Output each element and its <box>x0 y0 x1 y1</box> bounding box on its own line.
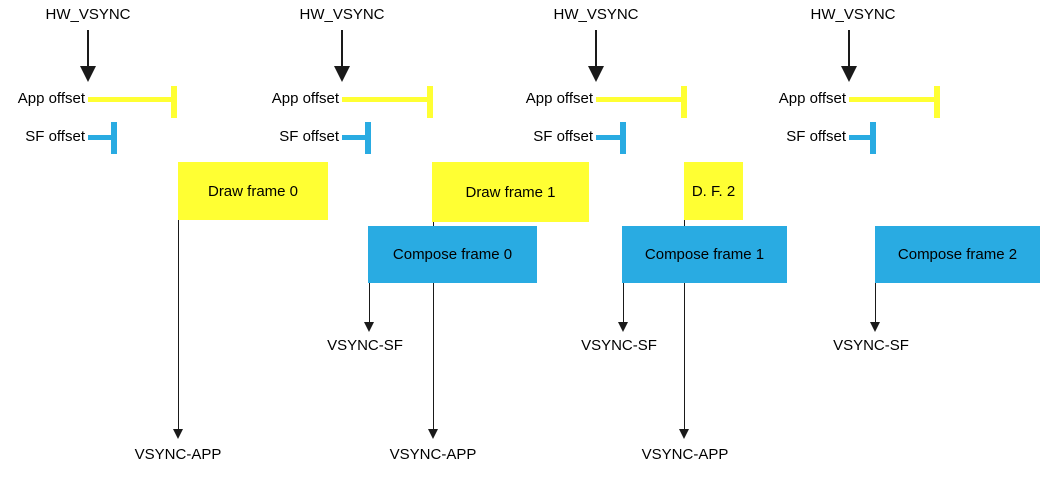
sf-offset-tick <box>870 122 876 154</box>
sf-offset-label: SF offset <box>786 128 846 145</box>
app-offset-tick <box>934 86 940 118</box>
app-offset-label: App offset <box>271 90 339 107</box>
hw-vsync-arrowhead-icon <box>841 66 857 82</box>
vsync-sf-arrow-line <box>875 283 876 323</box>
sf-offset-line <box>88 135 111 140</box>
app-offset-line <box>596 97 681 102</box>
vsync-app-label: VSYNC-APP <box>641 446 729 463</box>
vsync-sf-label: VSYNC-SF <box>581 337 657 354</box>
app-offset-label: App offset <box>17 90 85 107</box>
compose-frame-box: Compose frame 1 <box>622 226 787 283</box>
vsync-app-arrow-line <box>178 220 179 430</box>
vsync-app-arrowhead-icon <box>428 429 438 439</box>
draw-frame-box: Draw frame 1 <box>432 162 589 222</box>
sf-offset-label: SF offset <box>279 128 339 145</box>
app-offset-label: App offset <box>525 90 593 107</box>
app-offset-tick <box>171 86 177 118</box>
vsync-sf-arrow-line <box>369 283 370 323</box>
sf-offset-tick <box>365 122 371 154</box>
sf-offset-tick <box>620 122 626 154</box>
app-offset-line <box>342 97 427 102</box>
hw-vsync-arrowhead-icon <box>334 66 350 82</box>
hw-vsync-arrow-line <box>341 30 343 68</box>
vsync-app-arrow-line <box>684 220 685 430</box>
hw-vsync-label: HW_VSYNC <box>45 6 131 23</box>
hw-vsync-arrowhead-icon <box>80 66 96 82</box>
compose-frame-box: Compose frame 2 <box>875 226 1040 283</box>
sf-offset-label: SF offset <box>25 128 85 145</box>
app-offset-tick <box>681 86 687 118</box>
hw-vsync-label: HW_VSYNC <box>810 6 896 23</box>
vsync-sf-arrowhead-icon <box>618 322 628 332</box>
app-offset-label: App offset <box>778 90 846 107</box>
vsync-app-arrowhead-icon <box>173 429 183 439</box>
vsync-sf-arrow-line <box>623 283 624 323</box>
hw-vsync-arrow-line <box>848 30 850 68</box>
hw-vsync-arrow-line <box>87 30 89 68</box>
draw-frame-box: Draw frame 0 <box>178 162 328 220</box>
hw-vsync-label: HW_VSYNC <box>553 6 639 23</box>
vsync-sf-arrowhead-icon <box>870 322 880 332</box>
sf-offset-label: SF offset <box>533 128 593 145</box>
hw-vsync-arrowhead-icon <box>588 66 604 82</box>
hw-vsync-arrow-line <box>595 30 597 68</box>
app-offset-line <box>88 97 171 102</box>
app-offset-line <box>849 97 934 102</box>
compose-frame-box: Compose frame 0 <box>368 226 537 283</box>
vsync-app-arrowhead-icon <box>679 429 689 439</box>
vsync-app-arrow-line <box>433 222 434 430</box>
vsync-sf-label: VSYNC-SF <box>833 337 909 354</box>
app-offset-tick <box>427 86 433 118</box>
vsync-sf-label: VSYNC-SF <box>327 337 403 354</box>
sf-offset-line <box>849 135 870 140</box>
sf-offset-tick <box>111 122 117 154</box>
sf-offset-line <box>596 135 620 140</box>
vsync-app-label: VSYNC-APP <box>134 446 222 463</box>
vsync-app-label: VSYNC-APP <box>389 446 477 463</box>
vsync-sf-arrowhead-icon <box>364 322 374 332</box>
hw-vsync-label: HW_VSYNC <box>299 6 385 23</box>
draw-frame-box: D. F. 2 <box>684 162 743 220</box>
sf-offset-line <box>342 135 365 140</box>
